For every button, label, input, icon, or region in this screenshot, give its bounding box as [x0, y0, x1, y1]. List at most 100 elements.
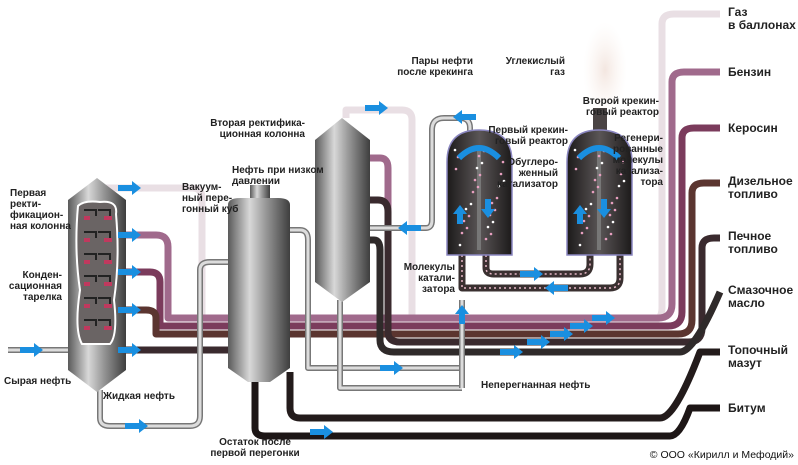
- catalyst-particle: [580, 231, 584, 235]
- tray-liquid: [84, 238, 90, 242]
- catalyst-particle: [486, 225, 490, 229]
- catalyst-particle: [606, 225, 610, 229]
- steel-pipe-highlight: [290, 228, 462, 370]
- pipe-1: [370, 154, 392, 318]
- catalyst-particle: [475, 166, 479, 170]
- flow-arrow-icon: [527, 335, 550, 349]
- catalyst-dots: [461, 255, 621, 289]
- pipe-0: [342, 106, 416, 322]
- catalyst-particle: [597, 154, 601, 158]
- tray-liquid: [104, 216, 112, 220]
- flow-arrow-icon: [398, 221, 421, 235]
- reactor-chimney: [593, 108, 607, 134]
- catalyst-particle: [465, 226, 469, 230]
- steel-pipe-highlight: [98, 260, 228, 428]
- catalyst-particle: [609, 232, 613, 236]
- reactor-core: [477, 150, 481, 250]
- condensation-tray: [84, 231, 111, 238]
- catalyst-particle: [593, 178, 597, 182]
- circulation-arrow-icon: [576, 145, 622, 161]
- output-label: Керосин: [728, 121, 778, 135]
- steel-pipe-highlight: [370, 116, 472, 230]
- catalyst-particle: [604, 237, 608, 241]
- catalyst-particle: [490, 201, 494, 205]
- label-crude: Сырая нефть: [4, 375, 71, 387]
- catalyst-particle: [613, 208, 617, 212]
- catalyst-particle: [480, 161, 484, 165]
- catalyst-particle: [610, 201, 614, 205]
- flow-arrow-icon: [453, 110, 476, 124]
- flow-arrow-icon: [481, 199, 495, 218]
- catalyst-dots: [485, 255, 591, 275]
- vacuum-still: [228, 198, 290, 382]
- flow-arrow-icon: [597, 199, 611, 218]
- flow-arrow-icon: [365, 101, 388, 115]
- catalyst-particle: [584, 207, 588, 211]
- second-column: [315, 118, 370, 302]
- catalyst-particle: [596, 185, 600, 189]
- tray-liquid: [84, 282, 90, 286]
- catalyst-particle: [595, 166, 599, 170]
- catalyst-particle: [574, 167, 578, 171]
- condensation-tray: [84, 319, 111, 326]
- catalyst-particle: [501, 160, 505, 164]
- flow-arrow-icon: [125, 419, 148, 433]
- flow-arrow-icon: [118, 303, 141, 317]
- catalyst-particle: [615, 196, 619, 200]
- pipe-1: [126, 68, 720, 322]
- flow-arrows: [20, 101, 615, 439]
- catalyst-particle: [608, 213, 612, 217]
- catalyst-particle: [453, 148, 457, 152]
- tray-liquid: [104, 238, 112, 242]
- vessels: [68, 22, 633, 392]
- flow-arrow-icon: [573, 205, 587, 224]
- pipe-3: [126, 179, 720, 338]
- label-column2: Вторая ректифика-ционная колонна: [210, 117, 305, 140]
- catalyst-particle: [621, 160, 625, 164]
- catalyst-particle: [491, 220, 495, 224]
- catalyst-particle: [464, 207, 468, 211]
- condensation-tray: [84, 253, 111, 260]
- product-pipes: [96, 10, 724, 440]
- catalyst-particle: [499, 172, 503, 176]
- catalyst-particle: [502, 179, 506, 183]
- copyright: © ООО «Кирилл и Мефодий»: [650, 449, 794, 461]
- circulation-arrow-icon: [456, 145, 502, 161]
- tray-liquid: [84, 260, 90, 264]
- catalyst-particle: [473, 178, 477, 182]
- pipe-7: [251, 380, 720, 440]
- flow-arrow-icon: [500, 345, 523, 359]
- flow-arrow-icon: [545, 281, 568, 295]
- tray-liquid: [104, 304, 112, 308]
- tray-liquid: [84, 326, 90, 330]
- flow-arrow-icon: [310, 425, 333, 439]
- condensation-tray: [84, 275, 111, 282]
- flow-arrow-icon: [20, 343, 43, 357]
- flow-arrow-icon: [592, 311, 615, 325]
- condensation-tray: [84, 297, 111, 304]
- pipe-6: [286, 348, 720, 422]
- vacuum-neck: [250, 185, 270, 200]
- flow-arrow-icon: [118, 181, 141, 195]
- catalyst-particle: [582, 219, 586, 223]
- column-interior: [75, 200, 119, 345]
- catalyst-particle: [619, 172, 623, 176]
- tray-liquid: [84, 304, 90, 308]
- flow-arrow-icon: [455, 305, 469, 324]
- flow-arrow-icon: [550, 327, 573, 341]
- catalyst-particle: [476, 185, 480, 189]
- tray-liquid: [104, 260, 112, 264]
